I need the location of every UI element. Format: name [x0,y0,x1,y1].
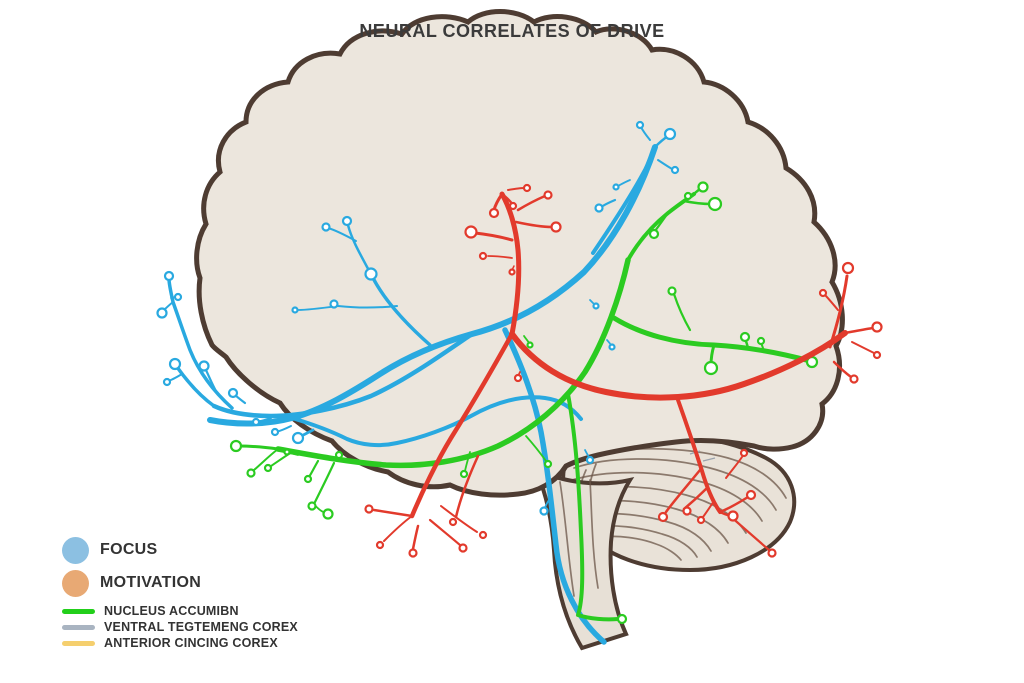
legend-item-focus: FOCUS [62,536,298,564]
green-pathway-network [229,181,819,625]
legend-label: FOCUS [100,541,158,558]
focus-swatch-circle [62,536,89,564]
green-line-swatch [62,608,95,614]
legend-item-motivation: MOTIVATION [62,569,298,597]
page-title: NEURAL CORRELATES OF DRIVE [359,21,665,41]
yellow-line-swatch [62,640,95,646]
legend-item-nucleus-accumbens: NUCLEUS ACCUMIBN [62,603,298,619]
legend-item-anterior-cingulate: ANTERIOR CINCING COREX [62,635,298,651]
motivation-swatch-circle [62,569,89,597]
red-pathway-network [364,183,883,558]
blue-pathway-network [156,120,680,645]
legend-item-ventral-tegmental: VENTRAL TEGTEMENG COREX [62,619,298,635]
legend-label: NUCLEUS ACCUMIBN [104,604,239,618]
gray-line-swatch [62,624,95,630]
legend-label: ANTERIOR CINCING COREX [104,636,278,650]
legend-label: VENTRAL TEGTEMENG COREX [104,620,298,634]
legend-label: MOTIVATION [100,574,202,591]
legend: FOCUS MOTIVATION NUCLEUS ACCUMIBN VENTRA… [62,536,298,651]
